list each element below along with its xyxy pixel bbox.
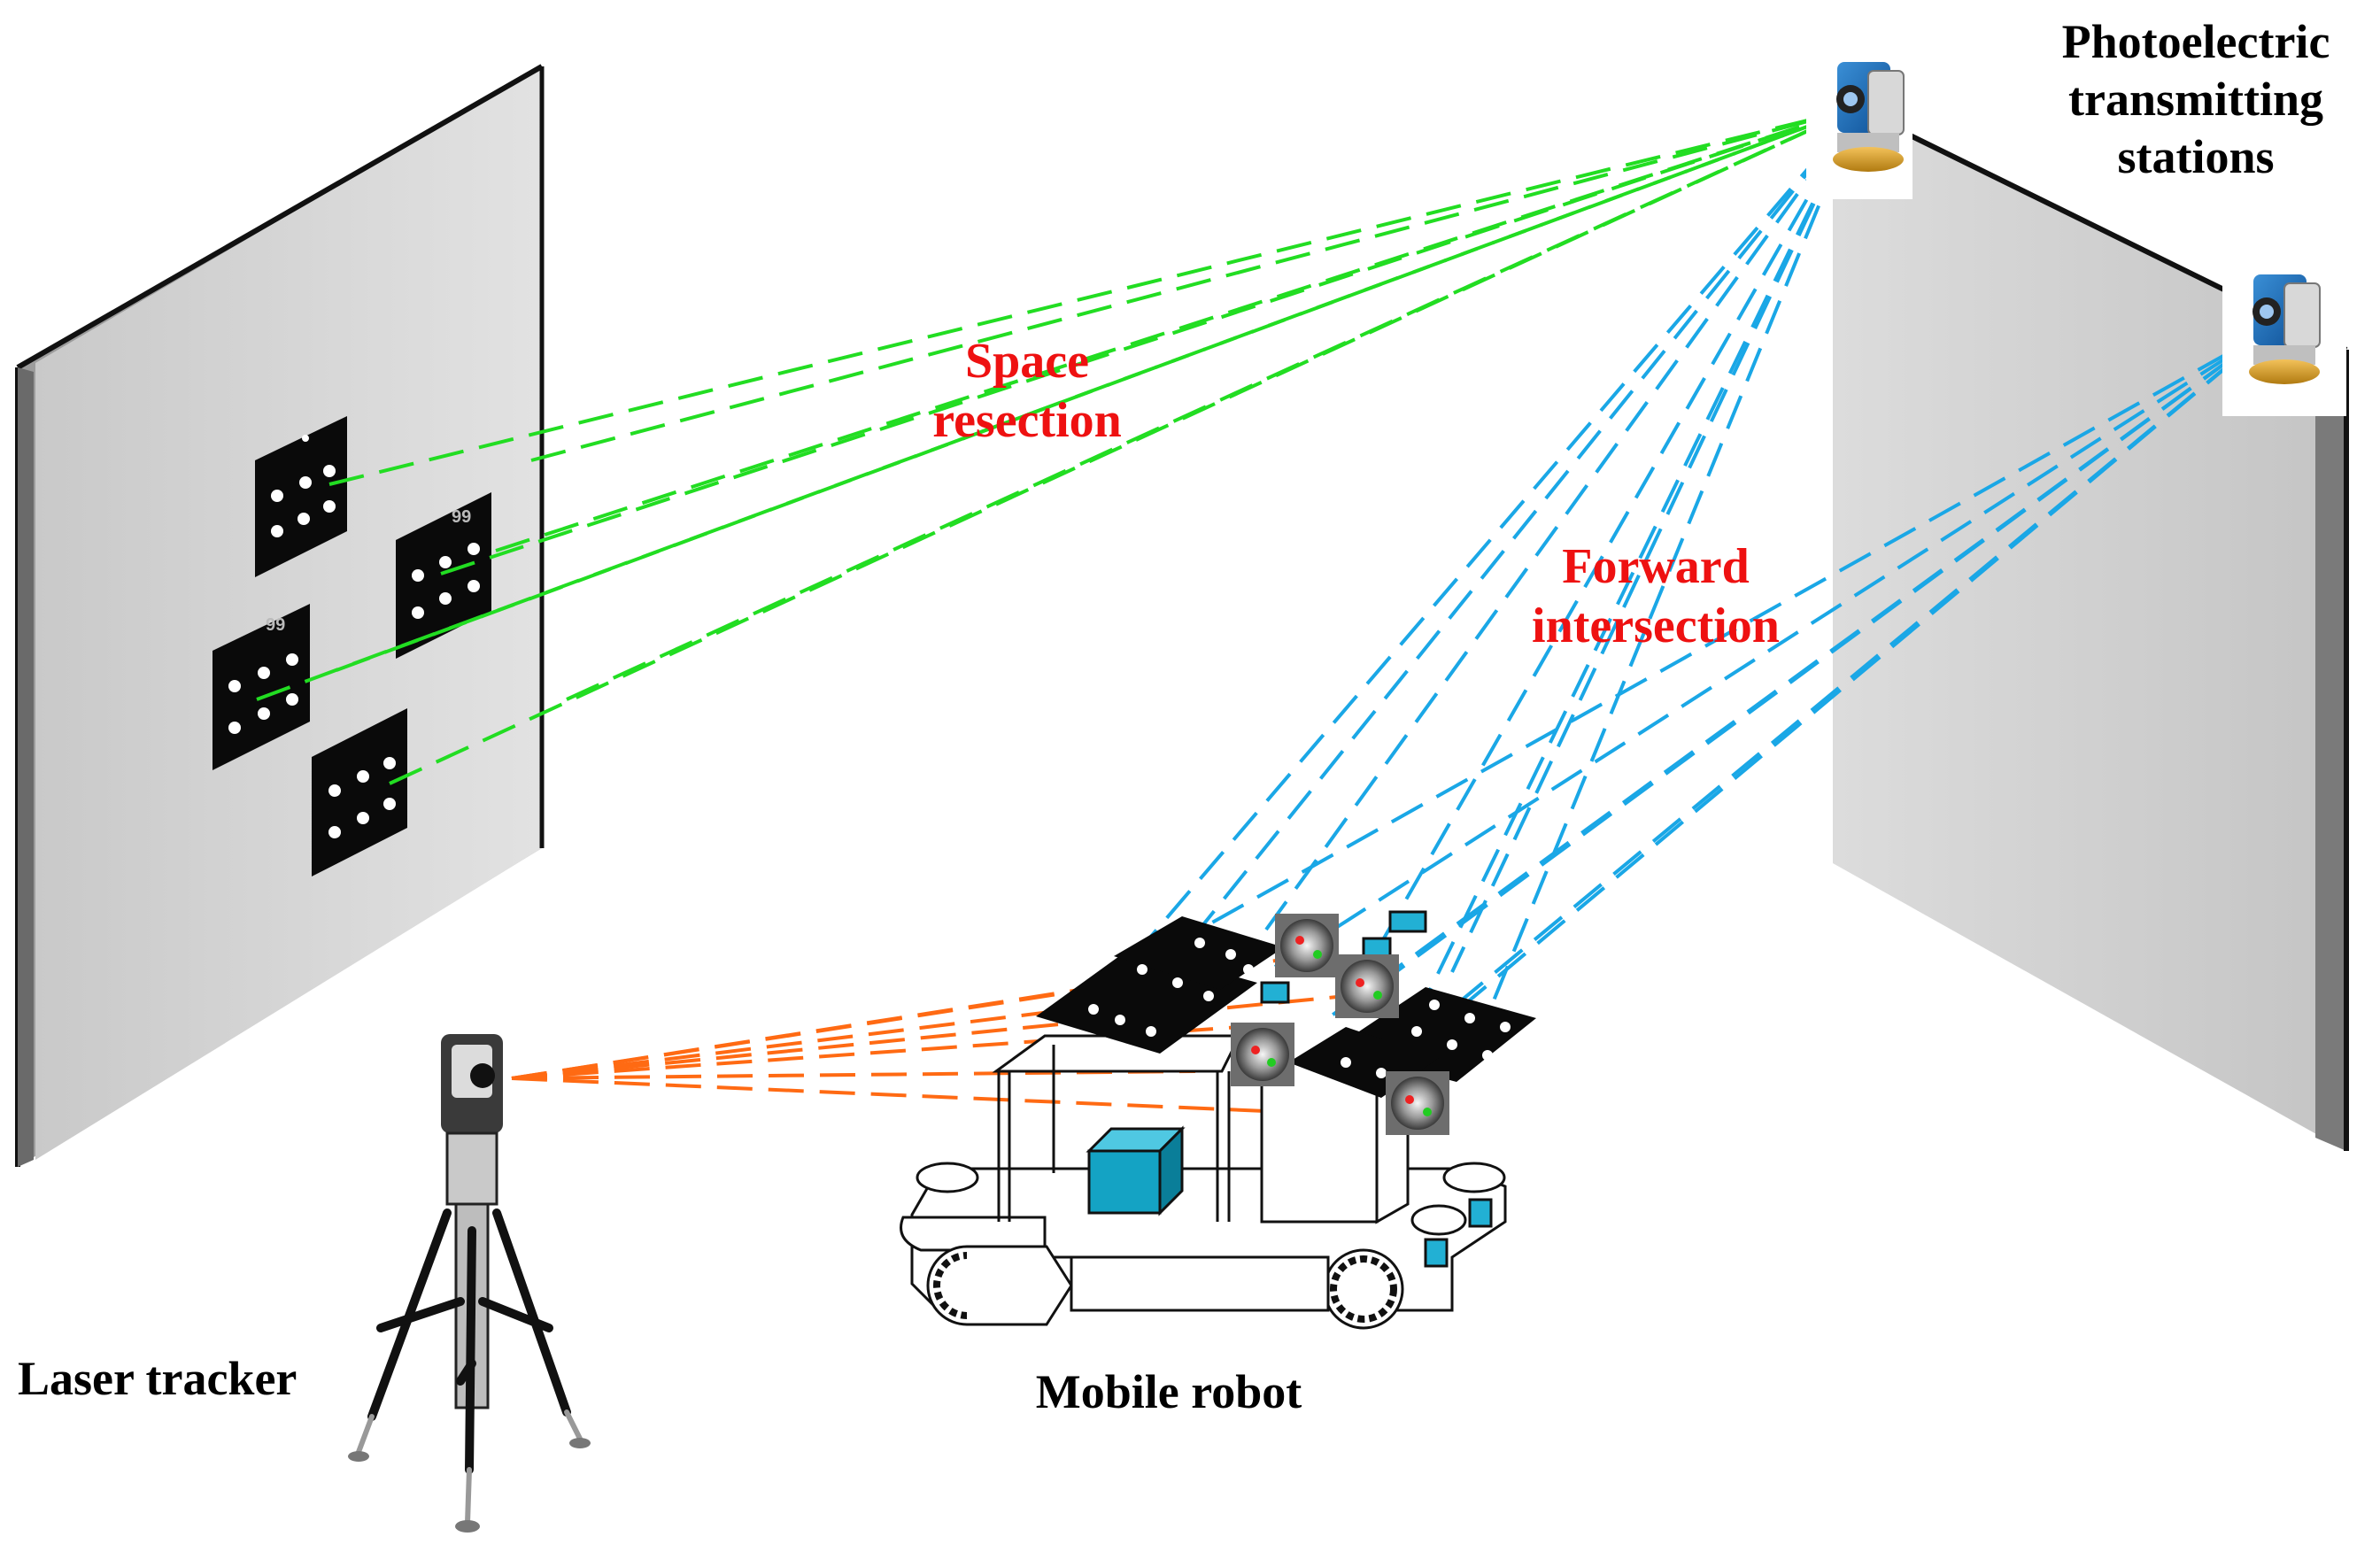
space-resection-label: Space resection [877, 332, 1178, 451]
space-resection-line-2: resection [932, 393, 1122, 449]
coded-target-icon: 99 [396, 492, 491, 659]
wall-targets: 99 99 [212, 416, 491, 876]
wheel-icon [1323, 1248, 1404, 1330]
retroreflector-icon [1231, 1023, 1294, 1086]
forward-intersection-label: Forward intersection [1470, 537, 1842, 656]
svg-text:99: 99 [266, 615, 285, 635]
wheel-icon [926, 1245, 1073, 1326]
stations-label-line-1: Photoelectric [2061, 15, 2330, 68]
stations-label-line-2: transmitting [2068, 72, 2323, 126]
stations-label: Photoelectric transmitting stations [2010, 13, 2380, 185]
laser-tracker-icon [348, 1034, 591, 1533]
payload-box-icon [1086, 1125, 1186, 1216]
photoelectric-station-icon [2222, 266, 2346, 416]
mobile-robot-label: Mobile robot [1035, 1365, 1302, 1418]
mobile-robot-icon [900, 910, 1507, 1330]
retroreflector-icon [1275, 914, 1339, 977]
svg-text:99: 99 [452, 507, 471, 527]
coded-target-icon [312, 708, 407, 876]
forward-intersection-line-1: Forward [1562, 539, 1750, 594]
right-wall [1831, 95, 2349, 1151]
photoelectric-station-icon [1806, 49, 1912, 199]
robot-target-boards [1036, 914, 1536, 1135]
left-wall [15, 64, 545, 1167]
stations-label-line-3: stations [2117, 129, 2275, 183]
laser-tracker-label: Laser tracker [18, 1352, 298, 1405]
coded-target-icon [255, 416, 347, 577]
retroreflector-icon [1335, 954, 1399, 1018]
forward-intersection-line-2: intersection [1532, 598, 1780, 654]
retroreflector-icon [1386, 1071, 1449, 1135]
space-resection-rays [256, 106, 1858, 785]
forward-intersection-rays [1116, 109, 2276, 1046]
space-resection-line-1: Space [965, 334, 1089, 389]
coded-target-icon: 99 [212, 604, 310, 770]
